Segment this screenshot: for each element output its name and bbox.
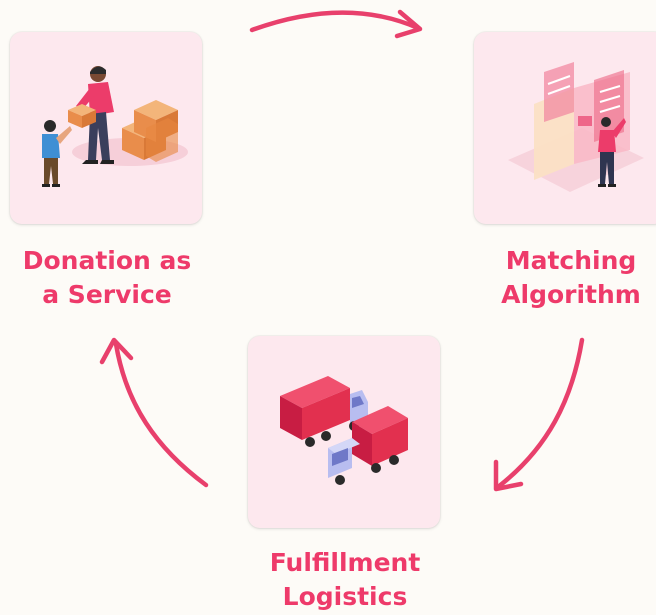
donation-card: [10, 32, 202, 224]
fulfillment-card: [248, 336, 440, 528]
arrow-matching-to-fulfillment: [493, 337, 585, 492]
donation-illustration-icon: [42, 66, 188, 187]
matching-card: [474, 32, 656, 224]
step-label-matching: Matching Algorithm: [501, 246, 641, 309]
step-label-donation: Donation as a Service: [22, 246, 192, 309]
trucks-illustration-icon: [280, 376, 408, 485]
step-label-fulfillment: Fulfillment Logistics: [269, 548, 421, 611]
matching-illustration-icon: [508, 62, 644, 192]
arrow-donation-to-matching: [249, 9, 423, 39]
arrow-fulfillment-to-donation: [99, 337, 209, 488]
